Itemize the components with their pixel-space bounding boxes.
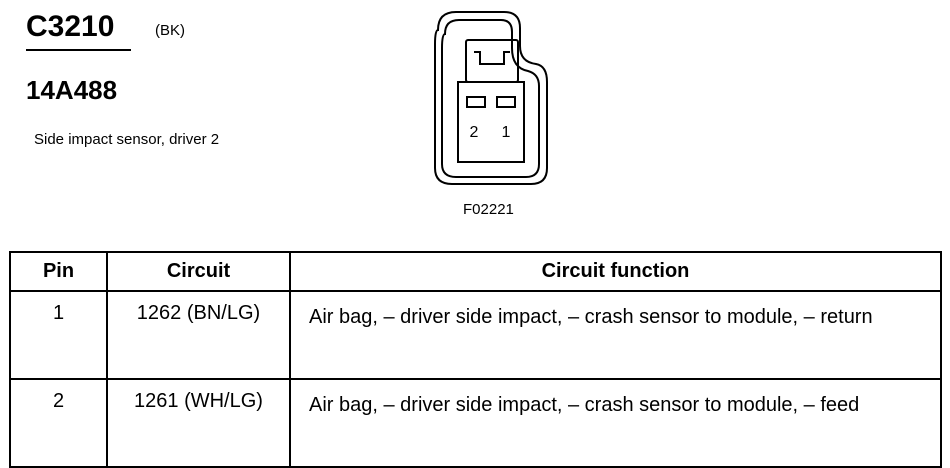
terminal-cavity-block [457, 81, 525, 163]
table-row: 1 1262 (BN/LG) Air bag, – driver side im… [9, 290, 942, 380]
cell-pin: 1 [9, 290, 108, 380]
table-header-row: Pin Circuit Circuit function [9, 251, 942, 292]
housing-outer-outline [434, 11, 548, 185]
connector-description: Side impact sensor, driver 2 [34, 131, 220, 148]
terminal-slot-2 [466, 96, 486, 108]
figure-code: F02221 [463, 201, 514, 218]
connector-id: C3210 [26, 10, 115, 43]
latch-tab [465, 39, 519, 83]
header-circuit: Circuit [106, 251, 291, 292]
cell-circuit-function: Air bag, – driver side impact, – crash s… [289, 290, 942, 380]
table-row: 2 1261 (WH/LG) Air bag, – driver side im… [9, 378, 942, 468]
part-number: 14A488 [26, 75, 118, 105]
cell-pin: 2 [9, 378, 108, 468]
cell-circuit-function: Air bag, – driver side impact, – crash s… [289, 378, 942, 468]
housing-inner-outline [441, 19, 540, 178]
terminal-slot-1 [496, 96, 516, 108]
cell-circuit: 1262 (BN/LG) [106, 290, 291, 380]
header-pin: Pin [9, 251, 108, 292]
pin-label-2: 2 [470, 124, 479, 141]
pin-circuit-table: Pin Circuit Circuit function 1 1262 (BN/… [9, 251, 942, 468]
cell-circuit: 1261 (WH/LG) [106, 378, 291, 468]
pin-label-1: 1 [502, 124, 511, 141]
connector-face-diagram: 2 1 [434, 11, 548, 185]
header-circuit-function: Circuit function [289, 251, 942, 292]
connector-id-underline [26, 49, 131, 51]
latch-notch [474, 51, 510, 65]
connector-color: (BK) [155, 22, 185, 39]
